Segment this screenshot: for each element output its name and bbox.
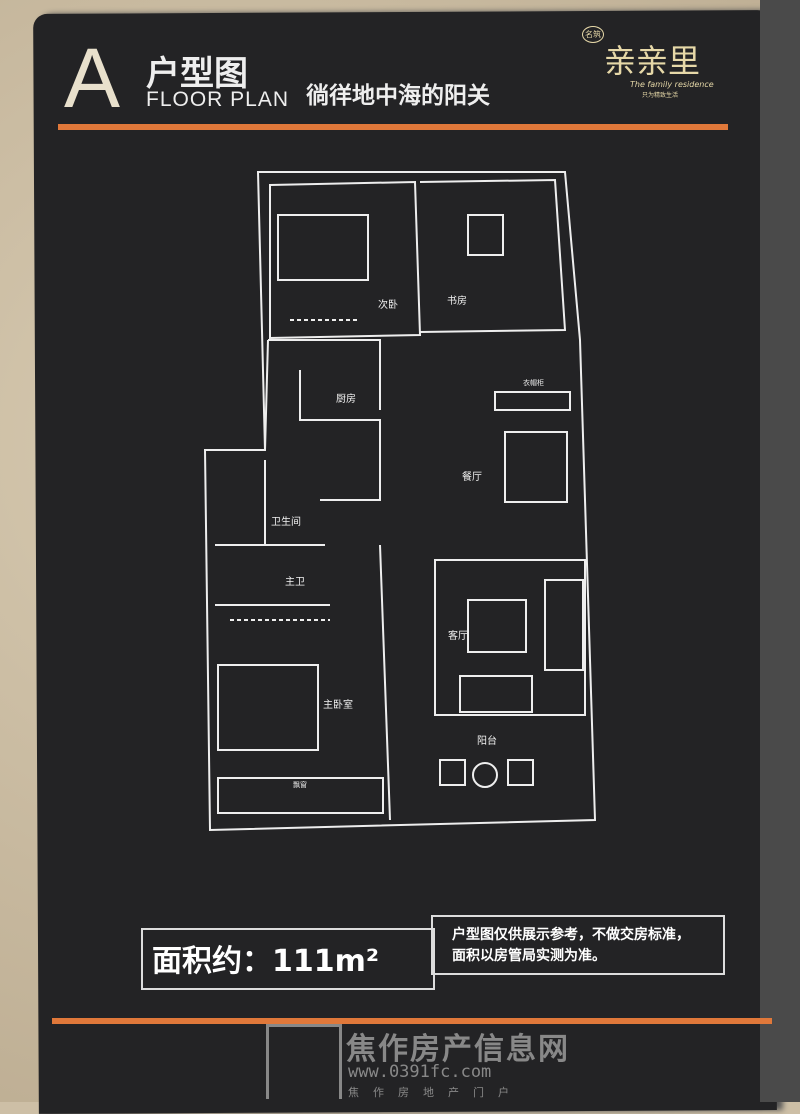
watermark-name: 焦作房产信息网 [346,1032,570,1067]
bed-second [277,214,369,281]
area-box [141,928,435,990]
bath-walls [215,460,391,821]
note-box [431,915,725,975]
room-label: 阳台 [477,736,497,747]
room-label: 餐厅 [462,472,482,483]
slogan: 徜徉地中海的阳关 [306,83,490,109]
sofa-bottom [459,675,533,713]
footer-divider [52,1018,772,1024]
logo-tagline: The family residence [630,80,714,89]
sofa [544,579,584,671]
chair [439,759,466,786]
logo-badge: 名筑 [582,26,604,43]
watermark-url: www.0391fc.com [348,1062,492,1082]
room-label: 主卫 [285,577,305,588]
room-label: 卫生间 [271,517,301,528]
room-label: 飘窗 [293,781,307,789]
top-rooms [269,178,567,340]
logo-name: 亲亲里 [604,42,701,80]
bed-master [217,664,319,751]
area-text: 面积约：111m² [152,944,380,979]
outer-wall [203,171,597,832]
page-subtitle: FLOOR PLAN [146,88,290,111]
watermark-sub: 焦作房地产门户 [348,1086,523,1099]
wardrobe-lines [230,319,360,621]
kitchen-walls [264,339,381,501]
disclaimer-line: 户型图仅供展示参考，不做交房标准， [452,927,690,943]
disclaimer-line: 面积以房管局实测为准。 [452,948,606,964]
brand-logo: 名筑 亲亲里 The family residence 只为精致生活 [582,22,732,99]
header-divider [58,124,728,130]
chair [507,759,534,786]
board-edge [760,0,800,1102]
disclaimer: 户型图仅供展示参考，不做交房标准， 面积以房管局实测为准。 [452,925,690,967]
desk [467,214,504,256]
wardrobe [494,391,571,411]
plan-letter: A [64,31,121,125]
living-area [434,559,586,716]
logo-sub: 只为精致生活 [642,92,679,99]
bay-window [217,777,384,814]
room-label: 主卧室 [323,700,353,711]
house-icon [266,1024,342,1099]
coffee-table [467,599,527,653]
page-title: 户型图 [146,54,248,94]
room-label: 衣帽柜 [523,379,544,387]
dining-table [504,431,568,503]
room-label: 厨房 [336,394,356,405]
room-label: 客厅 [448,631,468,642]
balcony-table [472,762,498,788]
room-label: 次卧 [378,300,398,311]
room-label: 书房 [447,296,467,307]
